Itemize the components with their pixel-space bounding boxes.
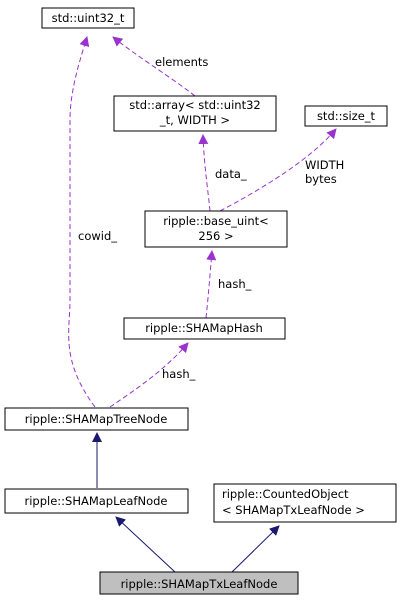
node-shamaphash[interactable]: ripple::SHAMapHash [123, 317, 286, 340]
node-shamaptxleafnode[interactable]: ripple::SHAMapTxLeafNode [99, 571, 299, 595]
svg-text:ripple::CountedObject: ripple::CountedObject [222, 487, 349, 501]
edge-inherit-counted [231, 525, 280, 573]
node-std-array[interactable]: std::array< std::uint32 _t, WIDTH > [113, 95, 277, 132]
edge-inherit-leafnode [115, 516, 176, 573]
svg-text:ripple::SHAMapHash: ripple::SHAMapHash [145, 321, 263, 335]
edge-label-cowid: cowid_ [78, 229, 117, 243]
edge-label-data: data_ [215, 167, 247, 181]
svg-text:ripple::SHAMapLeafNode: ripple::SHAMapLeafNode [24, 494, 167, 508]
node-shamapleafnode[interactable]: ripple::SHAMapLeafNode [4, 488, 189, 514]
edge-label-hash-tree: hash_ [162, 367, 196, 381]
svg-text:ripple::SHAMapTxLeafNode: ripple::SHAMapTxLeafNode [121, 577, 278, 591]
svg-text:std::array< std::uint32: std::array< std::uint32 [129, 98, 260, 112]
node-base-uint[interactable]: ripple::base_uint< 256 > [144, 210, 288, 248]
node-countedobject[interactable]: ripple::CountedObject < SHAMapTxLeafNode… [213, 483, 397, 523]
edge-hash-tree [109, 342, 189, 408]
svg-text:std::uint32_t: std::uint32_t [52, 11, 125, 25]
edge-elements [112, 36, 196, 97]
svg-text:256 >: 256 > [198, 229, 233, 243]
svg-text:ripple::SHAMapTreeNode: ripple::SHAMapTreeNode [25, 412, 168, 426]
edge-data [198, 134, 211, 212]
edge-hash-base [205, 250, 217, 319]
edge-label-elements: elements [155, 55, 208, 69]
svg-text:std::size_t: std::size_t [317, 109, 376, 123]
node-size-t[interactable]: std::size_t [304, 105, 388, 127]
svg-text:ripple::base_uint<: ripple::base_uint< [163, 214, 269, 228]
svg-text:_t, WIDTH >: _t, WIDTH > [159, 113, 230, 127]
edge-cowid [68, 36, 96, 408]
edge-label-hash-base: hash_ [218, 277, 252, 291]
svg-text:< SHAMapTxLeafNode >: < SHAMapTxLeafNode > [222, 503, 365, 517]
edge-width-bytes [219, 128, 337, 212]
node-uint32[interactable]: std::uint32_t [41, 7, 135, 29]
edge-label-width-bytes: WIDTH bytes [305, 158, 348, 186]
node-shamaptreenode[interactable]: ripple::SHAMapTreeNode [4, 407, 189, 431]
